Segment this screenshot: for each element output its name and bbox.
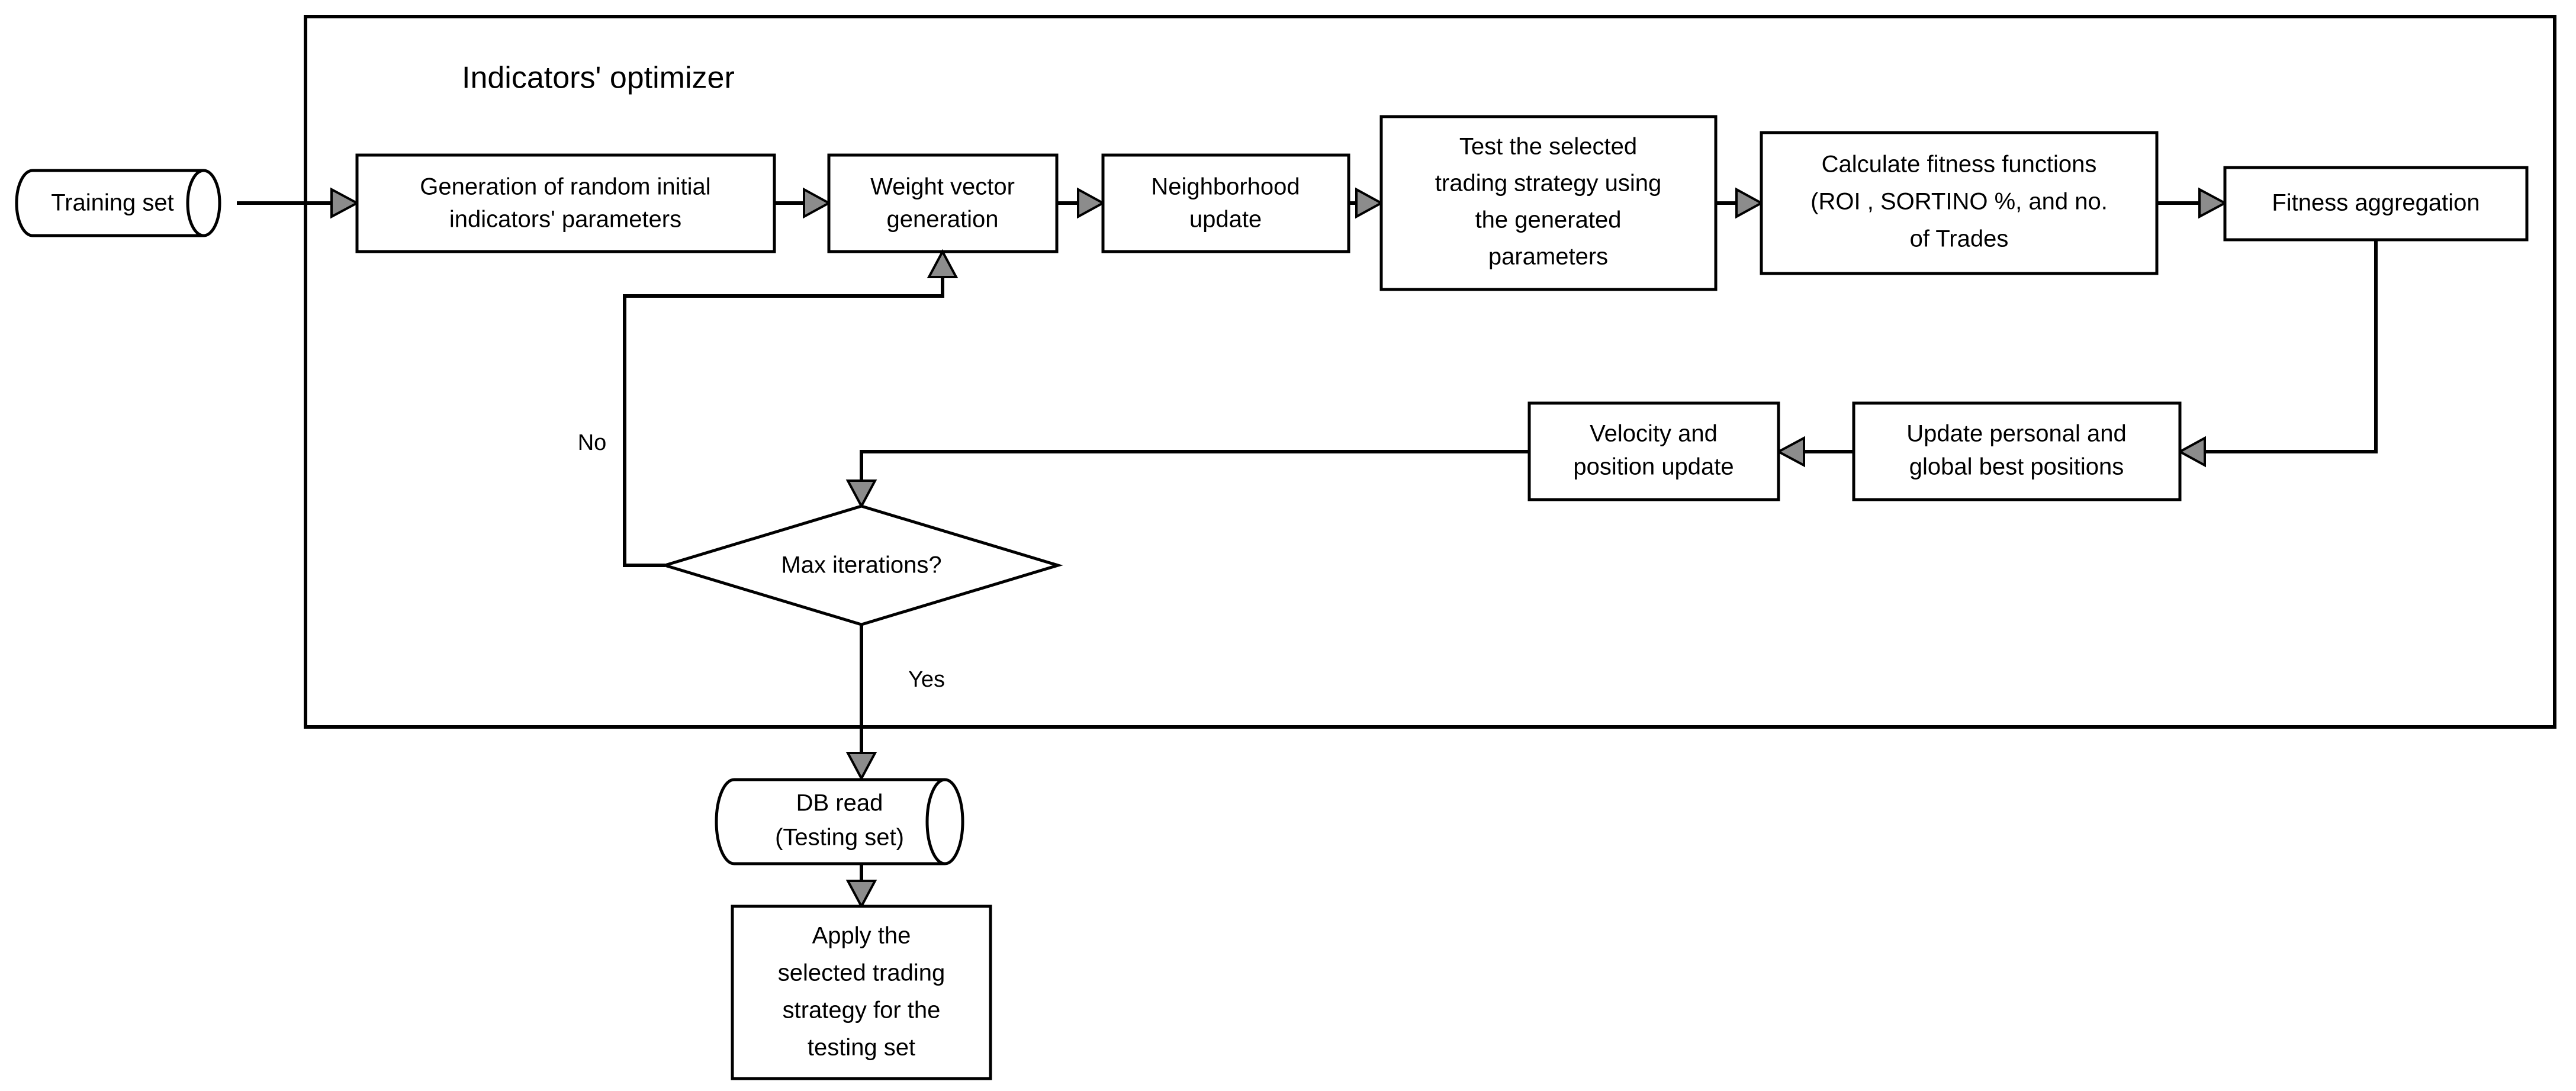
- velocity-position-label-line1: Velocity and: [1590, 421, 1718, 447]
- generation-label-line1: Generation of random initial: [420, 174, 710, 200]
- node-training-set: Training set: [15, 169, 221, 237]
- edge-velocity-to-decision: [860, 450, 1529, 490]
- db-read-label-line2: (Testing set): [775, 825, 904, 851]
- training-set-label: Training set: [51, 190, 174, 216]
- edge-label-yes: Yes: [908, 667, 945, 692]
- apply-strategy-label-line1: Apply the: [812, 923, 911, 949]
- arrowhead-decision-in: [845, 479, 877, 509]
- update-best-label-line2: global best positions: [1909, 454, 2124, 480]
- arrowhead-apply-in: [845, 880, 877, 909]
- apply-strategy-label-line4: testing set: [808, 1035, 915, 1061]
- node-neighborhood: Neighborhood update: [1101, 153, 1350, 253]
- arrowhead-weight-in: [803, 187, 832, 219]
- update-best-label-line1: Update personal and: [1906, 421, 2126, 447]
- weight-vector-label-line2: generation: [886, 207, 998, 233]
- calculate-fitness-label-line2: (ROI , SORTINO %, and no.: [1810, 189, 2108, 215]
- arrowhead-db-read-in: [845, 752, 877, 781]
- db-read-cylinder-cap: [925, 778, 946, 865]
- update-best-box: [1852, 401, 2182, 501]
- neighborhood-box: [1101, 153, 1350, 253]
- node-velocity-position: Velocity and position update: [1527, 401, 1780, 501]
- container-title: Indicators' optimizer: [462, 61, 735, 95]
- test-strategy-label-line2: trading strategy using: [1435, 170, 1661, 197]
- calculate-fitness-label-line3: of Trades: [1910, 226, 2009, 252]
- db-read-label-line1: DB read: [796, 790, 883, 816]
- weight-vector-box: [827, 153, 1059, 253]
- edge-label-no: No: [578, 430, 607, 455]
- node-fitness-aggregation: Fitness aggregation: [2223, 166, 2529, 242]
- edge-no-branch: [623, 266, 944, 567]
- max-iterations-label: Max iterations?: [781, 552, 941, 578]
- edge-aggregation-to-update-best: [2193, 240, 2378, 453]
- weight-vector-label-line1: Weight vector: [870, 174, 1015, 200]
- arrowhead-velocity-in: [1776, 436, 1805, 468]
- test-strategy-box: [1379, 115, 1718, 291]
- test-strategy-label-line4: parameters: [1488, 244, 1608, 270]
- arrowhead-calculate-in: [1735, 187, 1764, 219]
- fitness-aggregation-box: [2223, 166, 2529, 242]
- neighborhood-label-line1: Neighborhood: [1151, 174, 1300, 200]
- node-max-iterations: Max iterations?: [660, 504, 1063, 626]
- velocity-position-box: [1527, 401, 1780, 501]
- node-weight-vector: Weight vector generation: [827, 153, 1059, 253]
- node-update-best: Update personal and global best position…: [1852, 401, 2182, 501]
- generation-box: [355, 153, 776, 253]
- arrowhead-aggregation-in: [2198, 187, 2228, 219]
- training-set-cylinder-cap: [186, 169, 204, 237]
- arrowhead-generation-in: [330, 187, 360, 219]
- fitness-aggregation-label: Fitness aggregation: [2272, 190, 2479, 216]
- apply-strategy-label-line3: strategy for the: [783, 997, 941, 1024]
- arrowhead-update-best-in: [2177, 436, 2206, 468]
- node-apply-strategy: Apply the selected trading strategy for …: [731, 905, 992, 1080]
- apply-strategy-box: [731, 905, 992, 1080]
- neighborhood-label-line2: update: [1189, 207, 1262, 233]
- calculate-fitness-box: [1760, 131, 2159, 275]
- generation-label-line2: indicators' parameters: [449, 207, 681, 233]
- test-strategy-label-line1: Test the selected: [1459, 134, 1637, 160]
- apply-strategy-label-line2: selected trading: [778, 960, 945, 986]
- arrowhead-test-in: [1355, 187, 1384, 219]
- node-test-strategy: Test the selected trading strategy using…: [1379, 115, 1718, 291]
- test-strategy-label-line3: the generated: [1475, 207, 1622, 233]
- velocity-position-label-line2: position update: [1573, 454, 1734, 480]
- node-db-read: DB read (Testing set): [715, 778, 964, 865]
- arrowhead-weight-loopback-in: [927, 249, 959, 278]
- node-calculate-fitness: Calculate fitness functions (ROI , SORTI…: [1760, 131, 2159, 275]
- node-generation: Generation of random initial indicators'…: [355, 153, 776, 253]
- indicators-optimizer-container: [304, 15, 2556, 729]
- calculate-fitness-label-line1: Calculate fitness functions: [1822, 152, 2097, 178]
- arrowhead-neighborhood-in: [1077, 187, 1106, 219]
